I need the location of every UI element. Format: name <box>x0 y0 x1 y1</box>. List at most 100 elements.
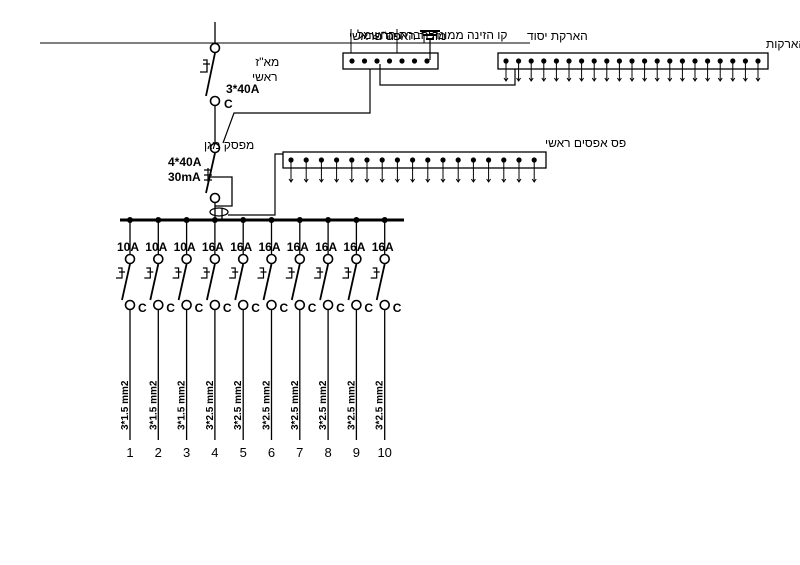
circuit-cable-spec: 3*2.5 mm2 <box>205 380 216 430</box>
circuit-number: 4 <box>211 445 218 460</box>
earthing-terminal-arrow <box>654 77 660 82</box>
breaker-top-terminal <box>181 253 192 265</box>
earthing-terminal-arrow <box>642 77 648 82</box>
neutral-terminal-arrow <box>516 178 522 183</box>
earthing-terminal-arrow <box>705 77 711 82</box>
breaker-curve: C <box>251 301 260 315</box>
circuit-number: 3 <box>183 445 190 460</box>
neutral-terminal-arrow <box>531 178 537 183</box>
earthing-terminal-arrow <box>528 77 534 82</box>
earthing-terminal-arrow <box>579 77 585 82</box>
rcd-label: מפסק מגן <box>204 138 254 152</box>
circuit-number: 6 <box>268 445 275 460</box>
circuit-number: 7 <box>296 445 303 460</box>
breaker-trip-symbol <box>342 267 352 279</box>
breaker-contact <box>206 263 216 301</box>
neutral-terminal-arrow <box>379 178 385 183</box>
earthing-terminal-arrow <box>541 77 547 82</box>
neutral-terminal-arrow <box>318 178 324 183</box>
neutral-terminal-arrow <box>364 178 370 183</box>
breaker-contact <box>375 263 386 301</box>
breaker-bottom-terminal <box>351 299 362 311</box>
circuit-number: 1 <box>126 445 133 460</box>
neutral-bar-label: פס אפסים ראשי <box>545 136 626 150</box>
main-breaker-rating: 3*40A <box>226 82 260 96</box>
main-breaker-label: מא"ז ראשי <box>252 55 279 84</box>
breaker-trip-symbol <box>257 267 267 279</box>
neutral-bar: פס אפסים ראשי <box>282 136 626 183</box>
breaker-trip-symbol <box>370 267 380 279</box>
circuit-cable-spec: 3*2.5 mm2 <box>290 380 301 430</box>
breaker-bottom-terminal <box>209 299 221 311</box>
neutral-connection <box>228 153 283 216</box>
breaker-trip-symbol <box>314 267 324 279</box>
circuit-rating: 16A <box>372 240 394 254</box>
equipotential-terminal <box>386 58 393 64</box>
main-breaker-curve: C <box>224 97 233 111</box>
earthing-terminal-arrow <box>591 77 597 82</box>
earthing-terminal-arrow <box>516 77 522 82</box>
equipotential-bar: מוליך האפס הראשי פה"פ הארקת יסוד <box>342 29 588 70</box>
earthing-terminal-arrow <box>629 77 635 82</box>
neutral-terminal-arrow <box>501 178 507 183</box>
earth-connection <box>222 64 371 144</box>
breaker-curve: C <box>308 301 317 315</box>
breaker-top-terminal <box>237 253 249 265</box>
breaker-curve: C <box>280 301 289 315</box>
main-breaker: מא"ז ראשי 3*40A C <box>200 22 279 143</box>
circuit-cable-spec: 3*1.5 mm2 <box>120 380 131 430</box>
equipotential-terminal <box>399 58 405 64</box>
neutral-terminal-arrow <box>349 178 355 183</box>
breaker-bottom-terminal <box>153 299 164 311</box>
earthing-terminal-arrow <box>503 77 509 82</box>
earthing-terminal-arrow <box>692 77 698 82</box>
breaker-curve: C <box>138 301 147 315</box>
equipotential-terminal <box>411 58 418 64</box>
breaker-contact <box>319 263 329 301</box>
earthing-bar: פס הארקות <box>379 37 800 86</box>
neutral-terminal-arrow <box>440 178 446 183</box>
main-breaker-label-line2: ראשי <box>252 70 278 84</box>
neutral-terminal-arrow <box>288 178 294 183</box>
circuit-cable-spec: 3*1.5 mm2 <box>177 380 188 430</box>
circuit-number: 9 <box>353 445 360 460</box>
earthing-terminal-arrow <box>755 77 761 82</box>
earthing-terminal-arrow <box>566 77 572 82</box>
breaker-trip-symbol <box>229 267 239 279</box>
breaker-bottom-terminal <box>322 299 334 311</box>
earthing-terminal-arrow <box>604 77 610 82</box>
circuit-cable-spec: 3*2.5 mm2 <box>262 380 273 430</box>
circuit-cable-spec: 3*1.5 mm2 <box>148 380 159 430</box>
earthing-terminal-arrow <box>717 77 723 82</box>
breaker-top-terminal <box>351 253 362 265</box>
neutral-terminal-arrow <box>410 178 416 183</box>
breaker-bottom-terminal <box>266 299 277 311</box>
rcd-rating: 4*40A 30mA <box>168 155 204 184</box>
breaker-contact <box>290 263 301 301</box>
circuit-number: 8 <box>324 445 331 460</box>
rcd-rating-line1: 4*40A <box>168 155 202 169</box>
main-breaker-label-line1: מא"ז <box>255 55 279 69</box>
breaker-contact <box>234 263 245 301</box>
neutral-terminal-arrow <box>470 178 476 183</box>
breaker-bottom-terminal <box>379 299 391 311</box>
equipotential-terminal <box>424 58 430 64</box>
breaker-top-terminal <box>379 253 391 265</box>
rcd: מפסק מגן 4*40A 30mA <box>168 138 254 220</box>
neutral-terminal-arrow <box>394 178 400 183</box>
circuit-number: 5 <box>240 445 247 460</box>
circuit-rating: 16A <box>315 240 337 254</box>
neutral-terminal-arrow <box>303 178 309 183</box>
breaker-curve: C <box>336 301 345 315</box>
breaker-contact <box>262 263 273 301</box>
circuit-rating: 16A <box>343 240 365 254</box>
breaker-trip-symbol <box>116 267 125 279</box>
